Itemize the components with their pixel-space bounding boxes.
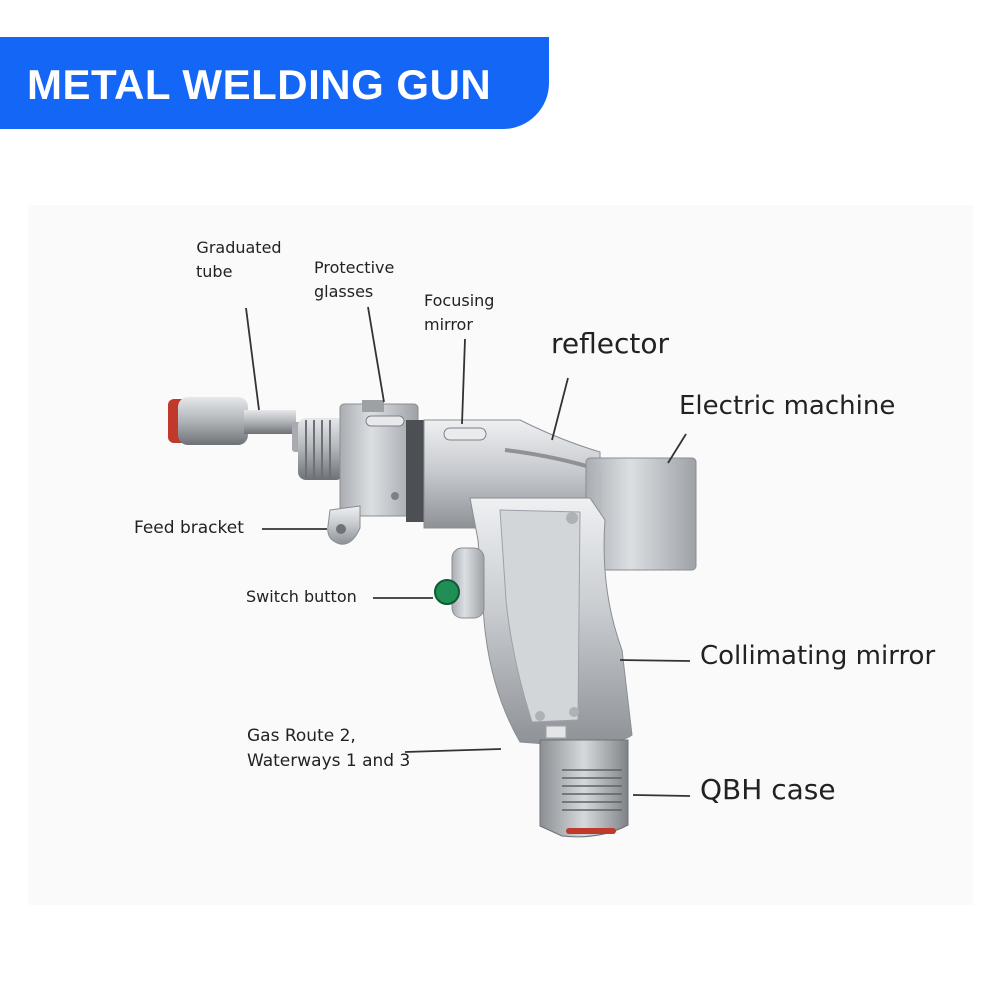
label-protective-glasses-line1: Protective	[314, 258, 395, 277]
leader-graduated-tube	[245, 307, 260, 411]
label-gas-route: Gas Route 2, Waterways 1 and 3	[247, 724, 410, 774]
label-protective-glasses: Protective glasses	[314, 256, 394, 304]
label-reflector: reflector	[551, 327, 670, 360]
label-gas-route-line2: Waterways 1 and 3	[247, 751, 411, 771]
label-electric-machine: Electric machine	[679, 391, 896, 421]
label-collimating-mirror: Collimating mirror	[700, 641, 936, 671]
feed-bracket-part	[327, 505, 361, 545]
leader-reflector	[551, 377, 569, 441]
leader-focusing-mirror	[461, 338, 466, 425]
handle-part	[469, 497, 633, 746]
label-graduated-tube-line1: Graduated	[196, 238, 282, 257]
label-feed-bracket: Feed bracket	[134, 518, 244, 538]
leader-protective-glasses	[367, 306, 385, 403]
leader-qbh-case	[632, 794, 691, 797]
head-block	[339, 400, 430, 522]
qbh-case-part	[539, 739, 629, 838]
label-protective-glasses-line2: glasses	[314, 282, 374, 301]
title-banner	[0, 37, 549, 129]
label-switch-button: Switch button	[246, 587, 357, 606]
label-focusing-mirror-line1: Focusing	[424, 291, 495, 310]
label-focusing-mirror: Focusing mirror	[424, 289, 494, 337]
label-graduated-tube-line2: tube	[196, 262, 233, 281]
leader-collimating-mirror	[619, 659, 691, 662]
label-qbh-case: QBH case	[700, 773, 836, 806]
label-graduated-tube: Graduated tube	[192, 236, 286, 284]
leader-lines	[245, 306, 691, 797]
leader-electric-machine	[667, 433, 687, 464]
leader-gas-route	[404, 748, 502, 753]
label-gas-route-line1: Gas Route 2,	[247, 726, 356, 746]
graduated-tube-part	[168, 397, 310, 452]
switch-button-part	[434, 547, 485, 619]
page-title: METAL WELDING GUN	[27, 61, 492, 108]
coupling-part	[298, 418, 344, 480]
label-focusing-mirror-line2: mirror	[424, 315, 473, 334]
